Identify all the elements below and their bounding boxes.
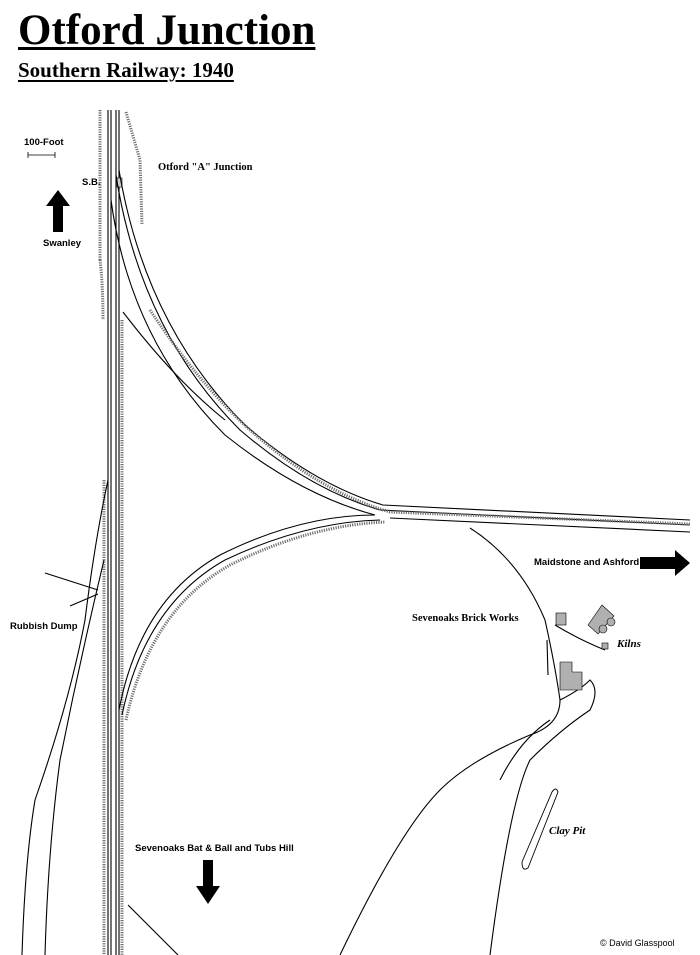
map-title: Otford Junction: [18, 7, 316, 54]
main-line-platforms: [98, 110, 124, 955]
rubbish-dump-label: Rubbish Dump: [10, 621, 78, 632]
maidstone-line-end: [389, 517, 691, 533]
scale-label: 100-Foot: [24, 137, 64, 148]
signal-box-label: S.B.: [82, 177, 101, 188]
brick-works-siding: [339, 527, 606, 955]
otford-a-platform: [124, 111, 144, 226]
clay-pit: [521, 788, 559, 870]
swanley-label: Swanley: [43, 238, 82, 249]
maidstone-chord-platform: [148, 309, 691, 526]
sevenoaks-label: Sevenoaks Bat & Ball and Tubs Hill: [135, 843, 294, 854]
maidstone-ashford-label: Maidstone and Ashford: [534, 557, 640, 568]
credit-text: © David Glasspool: [600, 938, 675, 948]
arrow-up-icon: [46, 190, 70, 232]
arrow-right-icon: [640, 550, 690, 576]
otford-a-junction-label: Otford "A" Junction: [158, 162, 253, 173]
sevenoaks-chord-platform: [124, 520, 386, 721]
scale-bar: [27, 152, 56, 158]
arrow-down-icon: [196, 860, 220, 904]
main-line-track: [107, 110, 120, 955]
brick-works-label: Sevenoaks Brick Works: [412, 613, 519, 624]
sevenoaks-chord: [118, 514, 381, 716]
clay-pit-label: Clay Pit: [549, 825, 586, 837]
rubbish-dump-sidings: [21, 479, 179, 955]
brick-works-buildings: [555, 604, 616, 691]
map-subtitle: Southern Railway: 1940: [18, 58, 234, 82]
kilns-label: Kilns: [617, 638, 641, 650]
maidstone-chord-upper: [110, 169, 691, 526]
